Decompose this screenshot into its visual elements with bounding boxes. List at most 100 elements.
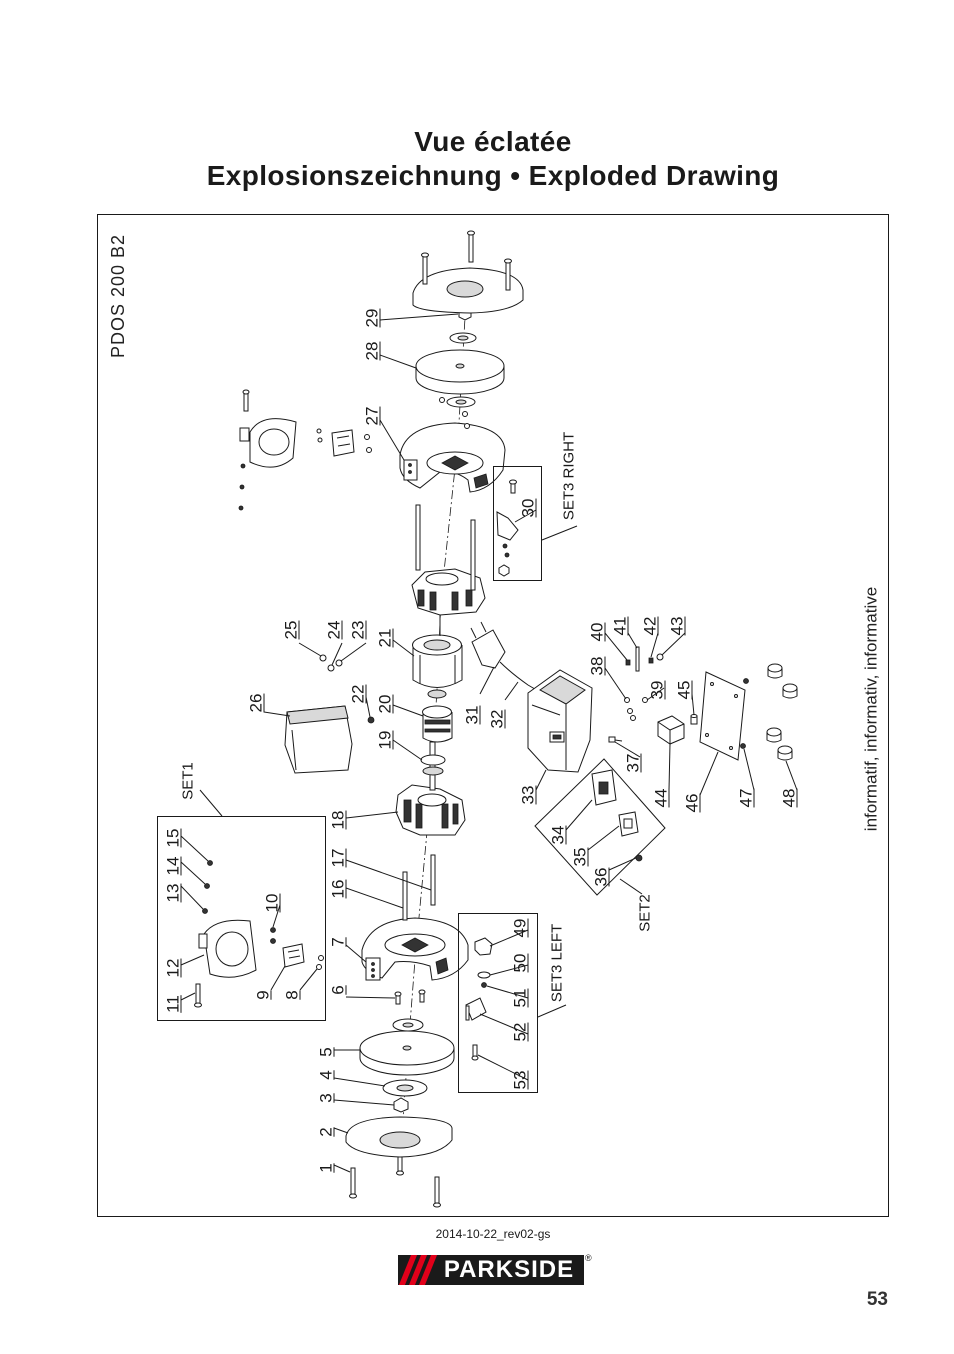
part-label-20: 20	[375, 694, 395, 714]
set3-right-leader	[541, 525, 578, 541]
rods-right	[415, 504, 476, 591]
part-5-grinding-wheel-left	[359, 1030, 455, 1076]
part-label-27: 27	[362, 406, 382, 426]
part-label-6: 6	[328, 985, 348, 995]
registered-mark: ®	[585, 1253, 592, 1263]
part-label-46: 46	[682, 793, 702, 813]
part-label-21: 21	[375, 628, 395, 648]
part-label-53: 53	[510, 1070, 530, 1090]
part-label-47: 47	[736, 788, 756, 808]
part-3-nut	[393, 1097, 409, 1113]
part-label-31: 31	[462, 705, 482, 725]
part-11-bolt	[194, 983, 202, 1008]
part-label-48: 48	[779, 788, 799, 808]
part-20-rotor	[422, 689, 453, 743]
motor-end-bell-right	[411, 568, 486, 636]
part-label-16: 16	[328, 879, 348, 899]
part-label-8: 8	[282, 990, 302, 1000]
part-43-part	[656, 653, 664, 661]
part-label-10: 10	[262, 893, 282, 913]
part-42-part	[648, 657, 654, 664]
part-45-part	[690, 714, 698, 725]
part-label-24: 24	[324, 620, 344, 640]
title-line-german-english: Explosionszeichnung • Exploded Drawing	[206, 160, 780, 191]
washer-left	[392, 1018, 424, 1032]
guard-screws-right	[439, 397, 470, 429]
part-label-49: 49	[510, 918, 530, 938]
part-33-base-housing	[527, 669, 593, 773]
part-18-motor-end-bell-left	[395, 784, 466, 836]
part-label-13: 13	[163, 883, 183, 903]
part-53-screw	[471, 1044, 479, 1061]
part-26-cover	[284, 705, 353, 774]
part-label-41: 41	[610, 616, 630, 636]
set3-left-label: SET3 LEFT	[548, 923, 566, 1003]
part-9-bracket	[282, 943, 305, 968]
part-label-12: 12	[163, 958, 183, 978]
part-19-bearing-shaft	[420, 741, 446, 791]
set1-box	[157, 816, 326, 1021]
parts-23-25-screws	[319, 654, 343, 672]
part-40-part	[625, 659, 631, 666]
part-27-wheel-guard-right	[399, 422, 506, 493]
part-label-50: 50	[510, 953, 530, 973]
part-6-screws	[394, 989, 426, 1005]
part-1-bolts	[349, 1148, 441, 1208]
part-label-19: 19	[375, 730, 395, 750]
part-label-15: 15	[163, 828, 183, 848]
part-8-nuts	[316, 955, 324, 970]
part-label-39: 39	[647, 680, 667, 700]
informative-note: informatif, informativ, informative	[861, 586, 881, 832]
part-label-28: 28	[362, 341, 382, 361]
part-21-stator	[412, 634, 463, 688]
part-label-2: 2	[316, 1127, 336, 1137]
parkside-logo: PARKSIDE	[398, 1255, 584, 1285]
part-51-washer	[481, 982, 487, 988]
part-label-36: 36	[591, 867, 611, 887]
model-number: PDOS 200 B2	[108, 233, 128, 359]
part-30-bracket	[496, 479, 519, 577]
part-label-38: 38	[587, 656, 607, 676]
part-28-grinding-wheel-right	[415, 349, 505, 395]
set1-leader	[199, 789, 223, 817]
part-2-guard-plate-left	[345, 1116, 453, 1158]
part-label-37: 37	[623, 753, 643, 773]
part-46-base-plate	[699, 671, 746, 761]
part-label-29: 29	[362, 308, 382, 328]
set1-label: SET1	[179, 762, 197, 800]
parts-16-17-rods	[402, 854, 436, 921]
part-4-flange	[382, 1079, 428, 1097]
part-label-18: 18	[328, 810, 348, 830]
part-label-4: 4	[316, 1070, 336, 1080]
part-label-42: 42	[640, 616, 660, 636]
part-52-bracket	[465, 997, 487, 1021]
part-label-40: 40	[587, 622, 607, 642]
set2-leader	[619, 878, 643, 895]
part-label-30: 30	[518, 498, 538, 518]
part-label-52: 52	[510, 1022, 530, 1042]
part-label-51: 51	[510, 988, 530, 1008]
part-label-43: 43	[667, 616, 687, 636]
part-37-screw	[608, 736, 623, 743]
revision-code: 2014-10-22_rev02-gs	[435, 1227, 551, 1241]
part-label-17: 17	[328, 848, 348, 868]
eye-shield-right	[239, 418, 297, 468]
part-label-9: 9	[253, 990, 273, 1000]
part-31-plug	[470, 621, 506, 669]
part-label-25: 25	[281, 620, 301, 640]
part-41-part	[635, 646, 640, 672]
part-50-washer	[477, 971, 491, 979]
page-number: 53	[866, 1289, 888, 1310]
logo-brand-text: PARKSIDE	[443, 1256, 575, 1283]
part-label-23: 23	[348, 620, 368, 640]
parts-13-15-screws	[202, 860, 213, 914]
part-label-33: 33	[518, 785, 538, 805]
part-48-feet	[766, 663, 798, 761]
part-label-35: 35	[570, 847, 590, 867]
page-title: Vue éclatée Explosionszeichnung • Explod…	[97, 125, 889, 193]
drawing-frame	[97, 214, 889, 1217]
part-35-switch	[618, 811, 639, 837]
part-10-nuts	[270, 927, 276, 944]
part-label-22: 22	[348, 684, 368, 704]
